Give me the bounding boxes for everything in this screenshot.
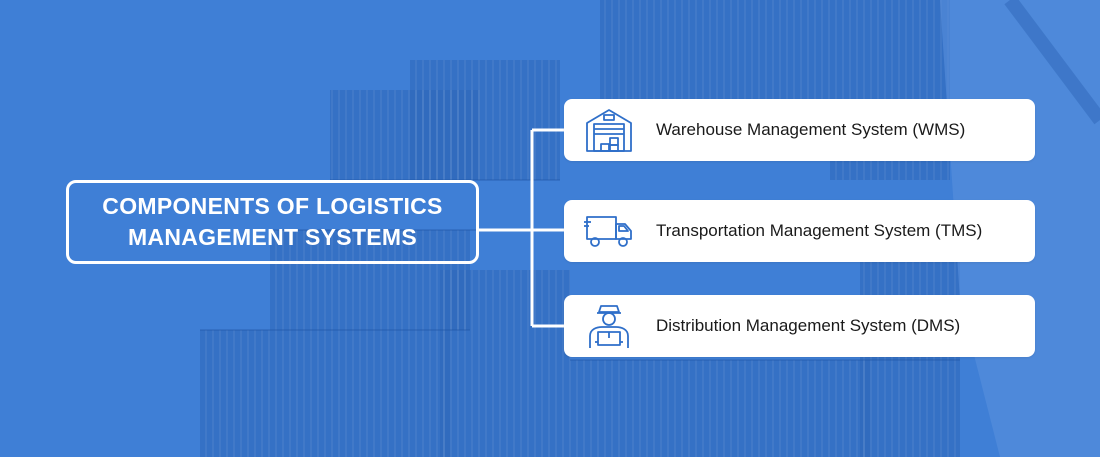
component-label-tms: Transportation Management System (TMS): [656, 221, 983, 240]
component-card-tms: Transportation Management System (TMS): [564, 200, 1035, 262]
component-card-wms: Warehouse Management System (WMS): [564, 99, 1035, 161]
component-card-dms: Distribution Management System (DMS): [564, 295, 1035, 357]
center-title: COMPONENTS OF LOGISTICS MANAGEMENT SYSTE…: [102, 193, 443, 250]
warehouse-icon: [584, 108, 634, 152]
center-title-box: COMPONENTS OF LOGISTICS MANAGEMENT SYSTE…: [66, 180, 479, 264]
component-label-dms: Distribution Management System (DMS): [656, 316, 961, 335]
delivery-truck-icon: [584, 209, 634, 253]
component-label-wms: Warehouse Management System (WMS): [656, 120, 966, 139]
delivery-person-icon: [584, 304, 634, 348]
